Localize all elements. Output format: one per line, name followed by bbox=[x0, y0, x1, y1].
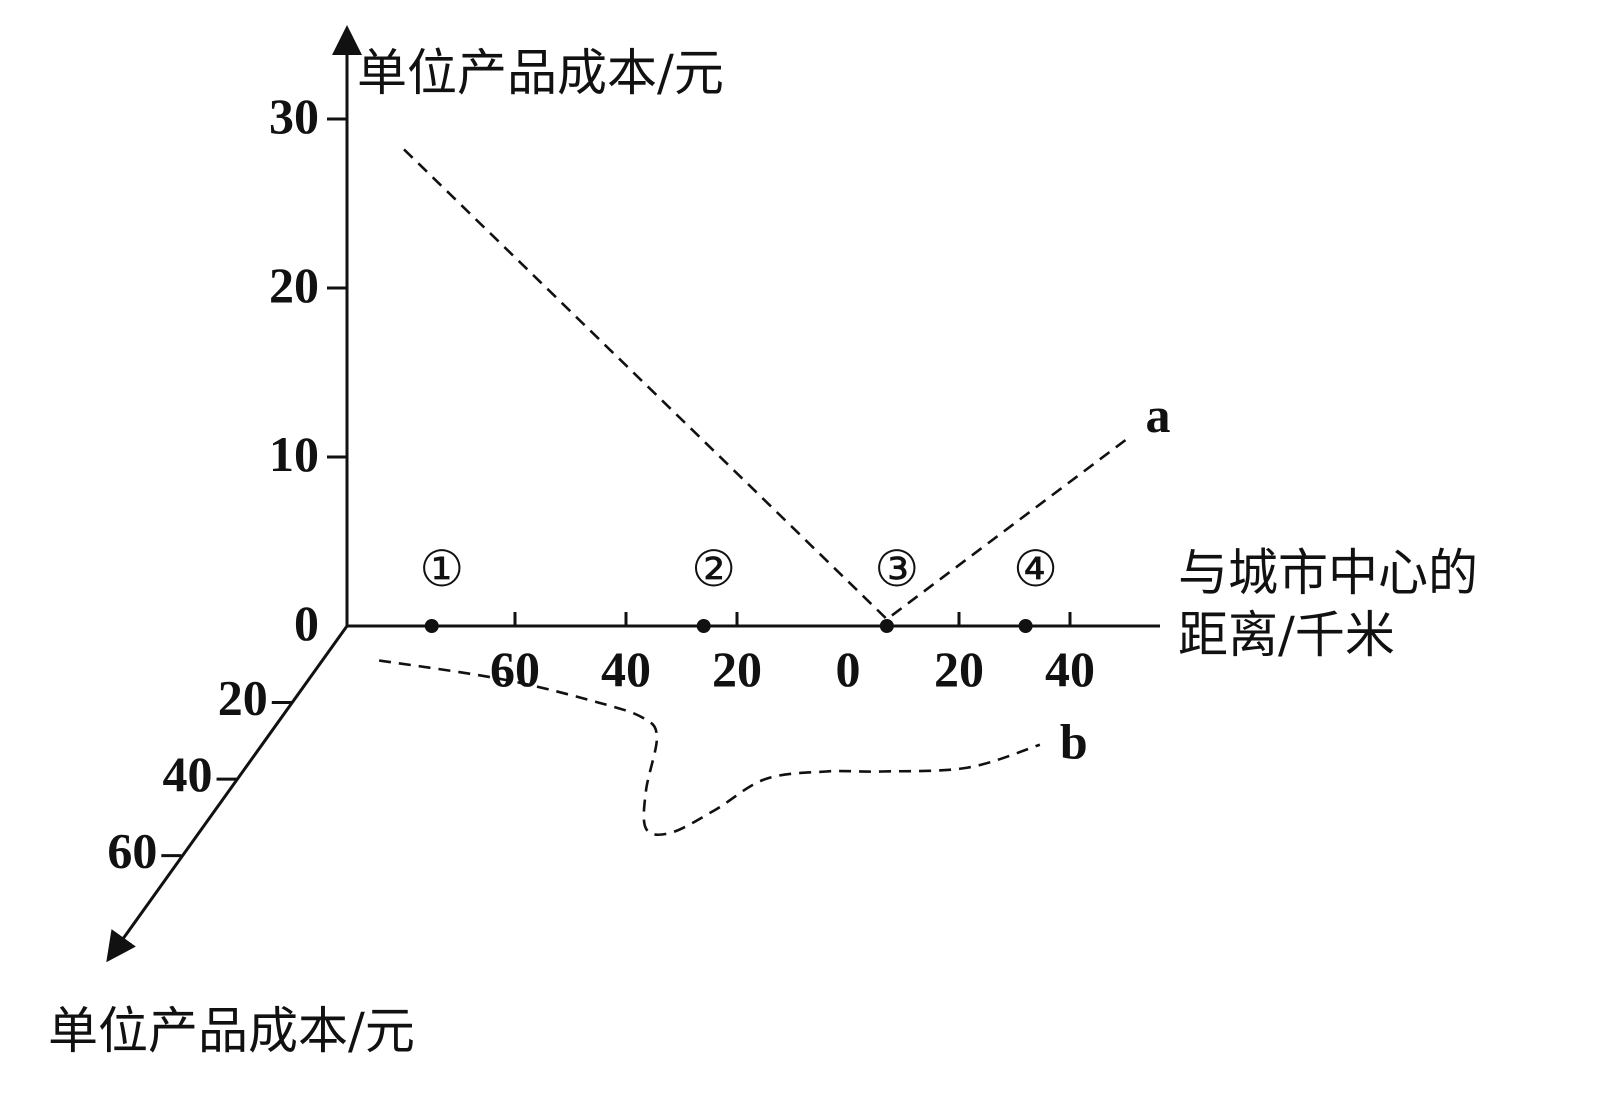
series-lines: ab bbox=[378, 148, 1171, 837]
point-marker bbox=[424, 619, 439, 633]
z-tick-label: 40 bbox=[163, 746, 213, 802]
y-tick-label: 20 bbox=[269, 257, 319, 313]
point-label: ① bbox=[419, 540, 464, 598]
point-marker bbox=[1018, 619, 1033, 633]
x-tick-label: 40 bbox=[601, 641, 651, 697]
x-tick-label: 20 bbox=[712, 641, 762, 697]
series-line-b bbox=[378, 659, 1041, 837]
x-tick-label: 0 bbox=[836, 641, 861, 697]
z-tick-label: 60 bbox=[107, 823, 157, 879]
point-marker bbox=[879, 619, 894, 633]
series-label-a: a bbox=[1146, 387, 1171, 443]
y-axis-title: 单位产品成本/元 bbox=[357, 44, 724, 102]
y-tick-label: 0 bbox=[294, 595, 319, 651]
series-line-a bbox=[403, 148, 1127, 621]
series-label-b: b bbox=[1060, 714, 1088, 770]
y-ticks: 0 10 20 30 bbox=[269, 88, 347, 651]
z-axis-title: 单位产品成本/元 bbox=[48, 1002, 415, 1060]
x-tick-label: 60 bbox=[490, 641, 540, 697]
point-marker bbox=[696, 619, 711, 633]
x-axis-title-line2: 距离/千米 bbox=[1178, 606, 1395, 664]
point-label: ② bbox=[691, 540, 736, 598]
x-ticks: 60 40 20 0 20 40 bbox=[490, 612, 1095, 697]
point-label: ④ bbox=[1013, 540, 1058, 598]
x-tick-label: 20 bbox=[934, 641, 984, 697]
y-tick-label: 30 bbox=[269, 88, 319, 144]
z-tick-label: 20 bbox=[218, 670, 268, 726]
y-tick-label: 10 bbox=[269, 426, 319, 482]
point-label: ③ bbox=[874, 540, 919, 598]
x-tick-label: 40 bbox=[1045, 641, 1095, 697]
x-axis-title-line1: 与城市中心的 bbox=[1178, 544, 1478, 602]
z-axis-line bbox=[106, 625, 349, 963]
location-points: ① ② ③ ④ bbox=[419, 540, 1058, 633]
